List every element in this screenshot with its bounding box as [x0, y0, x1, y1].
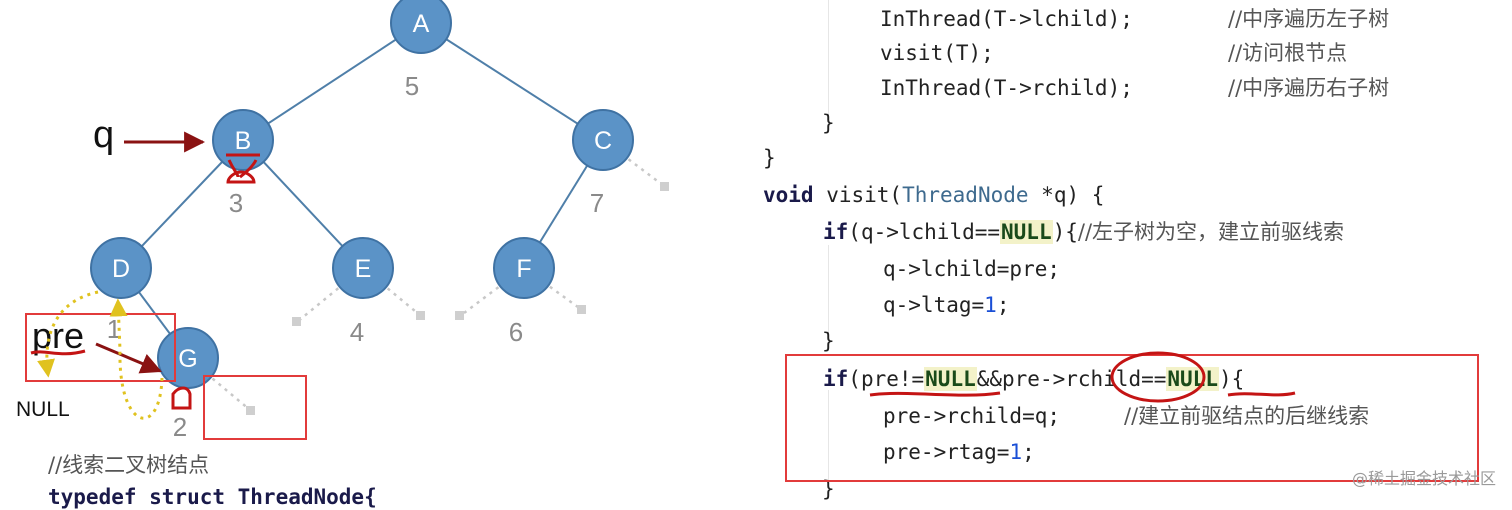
code-line-2: visit(T); [880, 41, 994, 65]
code-line-4: } [822, 111, 835, 135]
pointer-arrow-pre [95, 342, 162, 374]
node-letter-d: D [112, 255, 130, 283]
order-number-b: 3 [229, 188, 243, 218]
edge-a-c [420, 22, 604, 141]
node-letter-a: A [413, 10, 430, 38]
code-comment-2: //访问根节点 [1228, 41, 1348, 65]
code-line-3: InThread(T->rchild); [880, 76, 1133, 100]
tree-node-c [572, 109, 634, 171]
pointer-label-q: q [93, 114, 114, 156]
pre-highlight-box [25, 313, 176, 382]
null-pointer-ends [246, 182, 669, 415]
tree-node-d [90, 237, 152, 299]
order-number-f: 6 [509, 317, 523, 347]
left-code-typedef: typedef struct ThreadNode{ [48, 485, 377, 509]
tree-node-a [390, 0, 452, 54]
code-line-13: pre->rtag=1; [883, 440, 1035, 464]
code-line-9: q->ltag=1; [883, 293, 1010, 317]
code-line-14: } [822, 477, 835, 501]
code-line-5: } [763, 146, 776, 170]
node-letter-b: B [235, 127, 252, 155]
indent-guide [828, 390, 829, 480]
watermark: @稀土掘金技术社区 [1351, 469, 1496, 488]
tree-node-e [332, 237, 394, 299]
code-line-10: } [822, 329, 835, 353]
code-comment-1: //中序遍历左子树 [1228, 7, 1390, 31]
order-number-e: 4 [350, 317, 364, 347]
code-line-1: InThread(T->lchild); [880, 7, 1133, 31]
indent-guide [828, 0, 829, 130]
node-letter-g: G [178, 345, 197, 373]
left-code-comment: //线索二叉树结点 [48, 453, 210, 477]
code-line-6: void visit(ThreadNode *q) { [763, 183, 1105, 207]
null-label: NULL [16, 398, 70, 421]
pointer-label-pre: pre [32, 315, 84, 356]
ink-marks [171, 153, 260, 410]
node-letter-e: E [355, 255, 372, 283]
code-line-12: pre->rchild=q; [883, 404, 1061, 428]
order-number-g: 2 [173, 412, 187, 442]
code-line-7: if(q->lchild==NULL){//左子树为空，建立前驱线索 [823, 220, 1345, 244]
null-pointer-stubs [187, 139, 665, 411]
code-comment-12: //建立前驱结点的后继线索 [1124, 404, 1370, 428]
code-comment-3: //中序遍历右子树 [1228, 76, 1390, 100]
code-line-11: if(pre!=NULL&&pre->rchild==NULL){ [823, 367, 1245, 391]
pre-underline-ink [30, 349, 86, 356]
tree-node-f [493, 237, 555, 299]
edge-a-b [242, 22, 422, 141]
code-line-8: q->lchild=pre; [883, 257, 1061, 281]
node-letter-c: C [594, 127, 612, 155]
indent-guide [828, 245, 829, 337]
order-number-c: 7 [590, 188, 604, 218]
g-rchild-highlight-box [203, 375, 307, 440]
order-number-a: 5 [405, 71, 419, 101]
node-letters: A B C D E F G [112, 10, 612, 373]
node-letter-f: F [516, 255, 531, 283]
